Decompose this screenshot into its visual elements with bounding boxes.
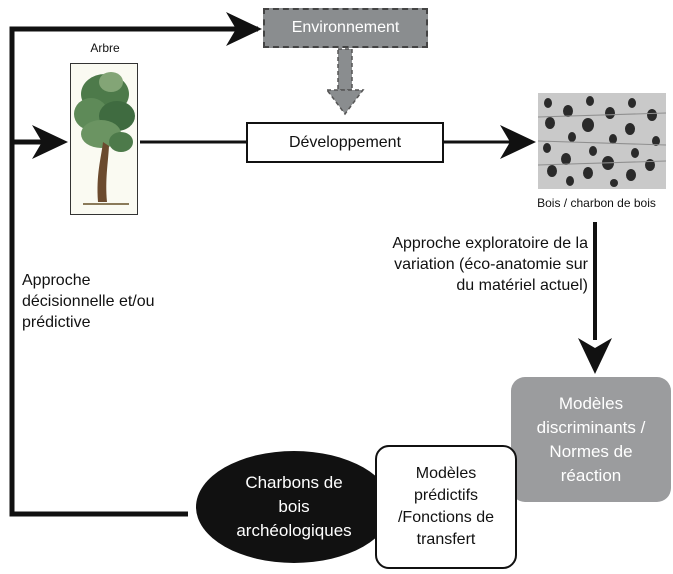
development-box: Développement (246, 122, 444, 163)
discriminant-models-box: Modèles discriminants / Normes de réacti… (511, 377, 671, 502)
environment-label: Environnement (291, 19, 400, 36)
arrowhead-to-wood (500, 125, 536, 159)
arrowhead-to-tree (32, 125, 68, 159)
env-dashed-shaft (337, 48, 353, 91)
tree-foliage (74, 72, 135, 152)
wood-micrograph (538, 93, 666, 189)
predictive-models-box: Modèles prédictifs /Fonctions de transfe… (375, 445, 517, 569)
exploratory-approach-text: Approche exploratoire de la variation (é… (392, 235, 588, 294)
tree-trunk (97, 142, 109, 202)
wood-caption: Bois / charbon de bois (537, 196, 656, 210)
environment-box: Environnement (263, 8, 428, 48)
decisional-approach-text: Approche décisionnelle et/ou prédictive (22, 272, 155, 331)
tree-illustration (70, 63, 138, 215)
archaeological-charcoal-ellipse: Charbons de bois archéologiques (196, 451, 392, 563)
arrowhead-to-models (578, 338, 612, 374)
env-dashed-arrowhead (325, 89, 365, 116)
tree-label: Arbre (90, 41, 120, 55)
feedback-loop-line (9, 26, 258, 517)
arrowhead-to-environment (226, 12, 262, 46)
development-label: Développement (288, 133, 402, 151)
